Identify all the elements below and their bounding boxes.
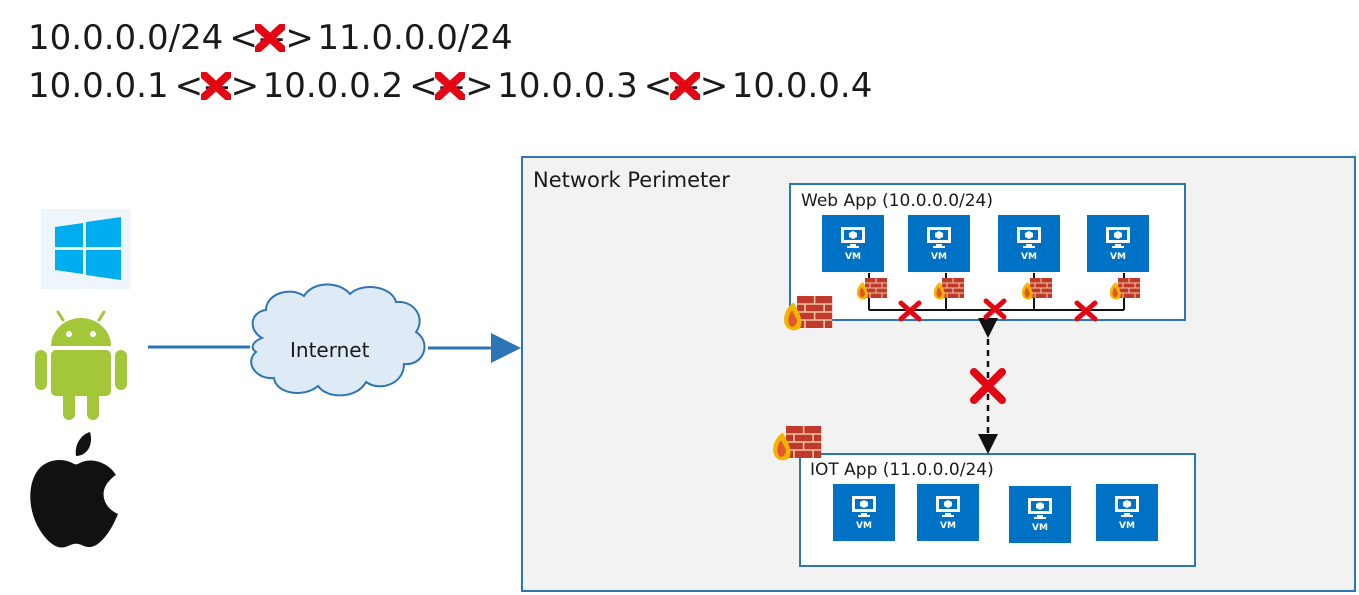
web-vm-4[interactable]: VM: [1087, 215, 1149, 272]
vm-label: VM: [1021, 251, 1037, 262]
web-vm-3[interactable]: VM: [998, 215, 1060, 272]
firewall-icon: [1109, 277, 1141, 300]
android-logo: [35, 310, 127, 420]
vm-label: VM: [940, 520, 956, 531]
host-3-ip: 10.0.0.3: [497, 66, 638, 106]
apple-logo: [30, 432, 118, 548]
iot-app-subnet-label: IOT App (11.0.0.0/24): [810, 460, 994, 480]
blocked-arrow: <-->: [229, 18, 314, 58]
subnet-a-cidr: 10.0.0.0/24: [28, 18, 224, 58]
web-app-subnet-label: Web App (10.0.0.0/24): [801, 191, 993, 211]
vm-monitor-icon: [927, 226, 951, 248]
blocked-arrow: <-->: [644, 66, 729, 106]
vm-monitor-icon: [936, 495, 960, 517]
web-vm-2[interactable]: VM: [908, 215, 970, 272]
firewall-icon: [856, 277, 888, 300]
firewall-icon: [772, 425, 823, 462]
firewall-icon: [783, 295, 834, 332]
iot-vm-1[interactable]: VM: [833, 484, 895, 541]
iot-vm-2[interactable]: VM: [917, 484, 979, 541]
vm-label: VM: [1110, 251, 1126, 262]
headline-line-2: 10.0.0.1 <--> 10.0.0.2 <--> 10.0.0.3 <--…: [28, 66, 872, 106]
vm-monitor-icon: [841, 226, 865, 248]
vm-monitor-icon: [852, 495, 876, 517]
blocked-x-icon: [669, 72, 700, 100]
host-1-ip: 10.0.0.1: [28, 66, 169, 106]
web-vm-1[interactable]: VM: [822, 215, 884, 272]
firewall-icon: [1021, 277, 1053, 300]
vm-label: VM: [931, 251, 947, 262]
blocked-x-icon: [435, 72, 466, 100]
vm-monitor-icon: [1115, 495, 1139, 517]
blocked-x-icon: [983, 298, 1007, 320]
vm-monitor-icon: [1106, 226, 1130, 248]
vm-monitor-icon: [1017, 226, 1041, 248]
vm-label: VM: [856, 520, 872, 531]
vm-label: VM: [1119, 520, 1135, 531]
windows-logo: [41, 209, 131, 289]
cloud-shape: [250, 283, 426, 397]
vm-monitor-icon: [1028, 497, 1052, 519]
blocked-arrow: <-->: [409, 66, 494, 106]
network-perimeter-label: Network Perimeter: [533, 168, 730, 192]
headline-line-1: 10.0.0.0/24 <--> 11.0.0.0/24: [28, 18, 513, 58]
blocked-arrow: <-->: [175, 66, 260, 106]
iot-vm-4[interactable]: VM: [1096, 484, 1158, 541]
firewall-icon: [933, 277, 965, 300]
host-4-ip: 10.0.0.4: [731, 66, 873, 106]
blocked-x-icon: [200, 72, 231, 100]
blocked-x-icon: [255, 24, 286, 52]
vm-label: VM: [1032, 522, 1048, 533]
blocked-x-icon: [898, 300, 922, 322]
host-2-ip: 10.0.0.2: [262, 66, 404, 106]
iot-vm-3[interactable]: VM: [1009, 486, 1071, 543]
vm-label: VM: [845, 251, 861, 262]
blocked-x-icon: [970, 368, 1006, 404]
subnet-b-cidr: 11.0.0.0/24: [317, 18, 513, 58]
blocked-x-icon: [1074, 300, 1098, 322]
internet-label: Internet: [290, 338, 370, 362]
